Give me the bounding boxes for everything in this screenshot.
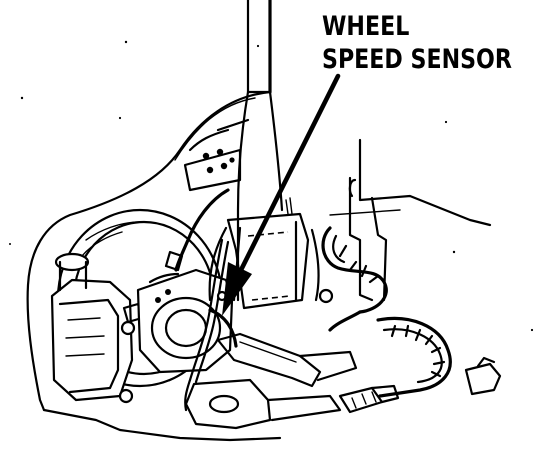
- scan-speckle: [9, 40, 534, 332]
- label-line-1: WHEEL: [322, 11, 410, 42]
- drive-shaft: [208, 308, 358, 388]
- steering-knuckle: [136, 268, 234, 374]
- lower-control-arm: [184, 378, 342, 430]
- label-line-2: SPEED SENSOR: [322, 44, 512, 75]
- wiring-harness: [321, 226, 452, 401]
- brake-hose: [164, 188, 230, 272]
- callout-arrow: [222, 73, 341, 316]
- strut-tower-panel: [183, 0, 284, 302]
- strut-assembly: [208, 197, 334, 310]
- wheel-speed-sensor-label: WHEEL SPEED SENSOR: [322, 10, 532, 76]
- fender-outline: [26, 90, 282, 442]
- inner-body-panel: [329, 138, 492, 302]
- brake-caliper: [50, 252, 144, 404]
- sensor-connector: [338, 356, 502, 414]
